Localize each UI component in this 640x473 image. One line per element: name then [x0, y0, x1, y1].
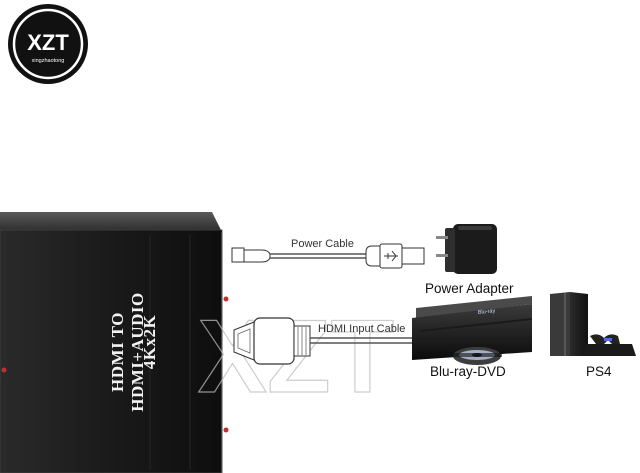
usb-icon: [384, 250, 398, 262]
logo-mark: XZT: [27, 30, 69, 55]
power-adapter-label: Power Adapter: [425, 281, 514, 296]
hdmi-cable: [233, 317, 412, 365]
converter-box: [0, 212, 229, 473]
ps4-label: PS4: [586, 364, 612, 379]
watermark-text: XZT: [198, 299, 394, 415]
bluray-player: Blu-ray: [412, 296, 532, 365]
brand-logo: XZT xingzhaotong: [8, 4, 88, 84]
svg-text:Blu-ray: Blu-ray: [478, 308, 496, 316]
logo-subtitle: xingzhaotong: [32, 58, 65, 64]
power-cable: [231, 243, 425, 269]
ps4-console: [550, 292, 636, 356]
power-cable-label: Power Cable: [291, 238, 354, 250]
power-adapter: [436, 224, 497, 274]
device-label: HDMI TO HDMI+AUDIO 4Kx2K: [58, 248, 159, 448]
hdmi-cable-label: HDMI Input Cable: [318, 323, 406, 335]
device-resolution: 4Kx2K: [140, 314, 159, 370]
bluray-label: Blu-ray-DVD: [430, 364, 506, 379]
